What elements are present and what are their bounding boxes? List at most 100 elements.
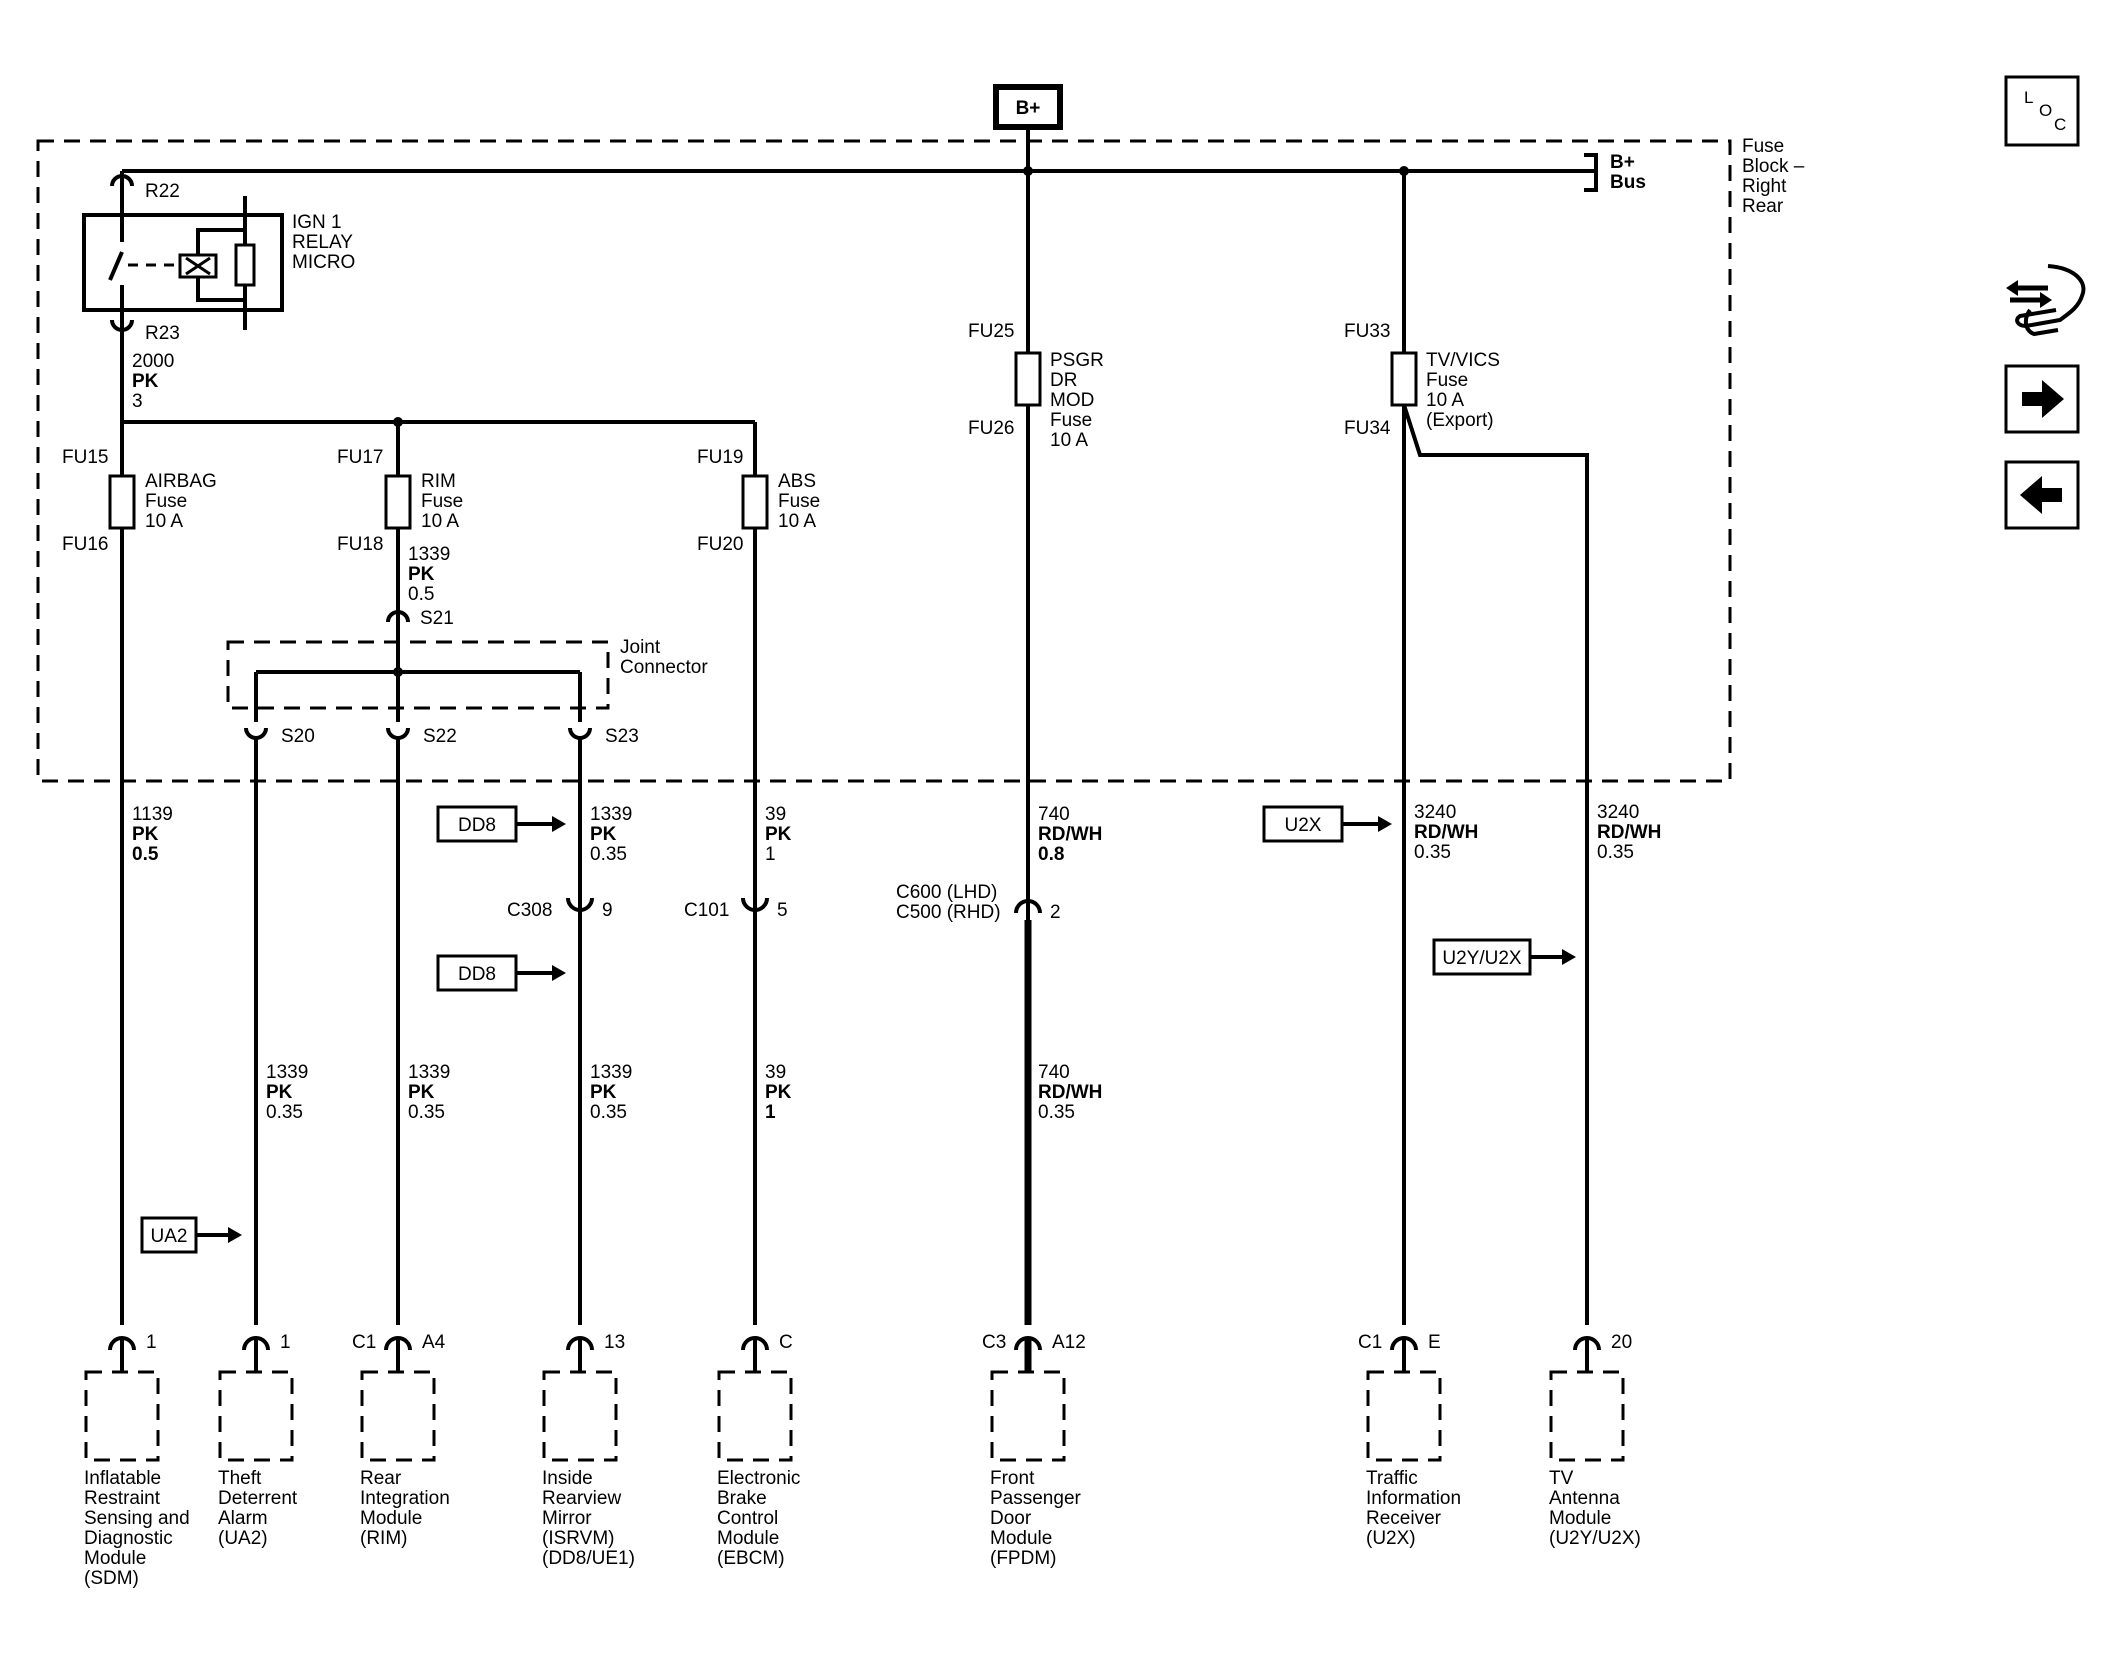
svg-text:DR: DR [1050,370,1077,391]
svg-text:39: 39 [765,1062,786,1083]
svg-text:Module: Module [1549,1508,1611,1529]
next-arrow-button[interactable] [2004,364,2080,434]
prev-arrow-button[interactable] [2004,460,2080,530]
wire-label-abs-bottom: 39 PK 1 [765,1062,792,1123]
svg-text:Bus: Bus [1610,172,1646,193]
svg-text:(SDM): (SDM) [84,1568,139,1589]
svg-text:UA2: UA2 [151,1226,188,1247]
module-tv-antenna: 20 TV Antenna Module (U2Y/U2X) [1549,1332,1641,1549]
fuse-block-boundary [36,139,1732,783]
connector-c600-c500: C600 (LHD) C500 (RHD) 2 [896,882,1061,923]
s21-label: S21 [420,608,454,629]
module-isrvm: 13 Inside Rearview Mirror (ISRVM) (DD8/U… [542,1332,635,1569]
wire-label-tva-top: 3240 RD/WH 0.35 [1597,802,1661,863]
svg-text:RD/WH: RD/WH [1597,822,1661,843]
svg-text:10 A: 10 A [778,511,816,532]
svg-text:Block –: Block – [1742,156,1805,177]
svg-text:20: 20 [1611,1332,1632,1353]
svg-text:Module: Module [990,1528,1052,1549]
svg-text:PK: PK [132,371,159,392]
svg-text:0.5: 0.5 [132,844,159,865]
svg-text:Rearview: Rearview [542,1488,621,1509]
svg-text:U2Y/U2X: U2Y/U2X [1442,948,1522,969]
wire-label-u2x-top: 3240 RD/WH 0.35 [1414,802,1478,863]
svg-text:Connector: Connector [620,657,708,678]
svg-text:DD8: DD8 [458,964,496,985]
svg-text:FU20: FU20 [697,534,743,555]
svg-text:FU26: FU26 [968,418,1014,439]
svg-text:0.35: 0.35 [266,1102,303,1123]
loc-button[interactable]: L O C [2004,75,2080,147]
b-plus-source: B+ [993,84,1063,130]
svg-text:FU19: FU19 [697,447,743,468]
svg-text:2000: 2000 [132,351,174,372]
svg-text:FU33: FU33 [1344,321,1390,342]
wire-label-abs-top: 39 PK 1 [765,804,792,865]
svg-text:PSGR: PSGR [1050,350,1104,371]
svg-text:Antenna: Antenna [1549,1488,1620,1509]
svg-text:C1: C1 [1358,1332,1382,1353]
svg-text:TV/VICS: TV/VICS [1426,350,1500,371]
connector-c308: C308 9 [507,897,613,921]
wire-label-sdm: 1139 PK 0.5 [132,804,173,865]
fuse-airbag: FU15 FU16 AIRBAG Fuse 10 A [62,447,217,555]
fuse-abs: FU19 FU20 ABS Fuse 10 A [697,447,820,555]
joint-splice-labels: S20 S22 S23 [281,726,639,747]
svg-text:RIM: RIM [421,471,456,492]
fuse-block-label: Fuse Block – Right Rear [1742,136,1805,217]
module-fpdm: C3 A12 Front Passenger Door Module (FPDM… [982,1332,1086,1569]
right-arrow-icon [2022,380,2064,418]
svg-text:FU34: FU34 [1344,418,1391,439]
svg-text:PK: PK [765,1082,792,1103]
svg-text:Theft: Theft [218,1468,262,1489]
svg-text:PK: PK [266,1082,293,1103]
svg-text:PK: PK [132,824,159,845]
svg-text:C: C [779,1332,793,1353]
relay-name: IGN 1 RELAY MICRO [292,212,355,273]
svg-text:(DD8/UE1): (DD8/UE1) [542,1548,635,1569]
svg-text:740: 740 [1038,804,1070,825]
svg-text:FU16: FU16 [62,534,108,555]
wire-label-fpdm-bottom: 740 RD/WH 0.35 [1038,1062,1102,1123]
svg-text:Module: Module [84,1548,146,1569]
option-dd8-a: DD8 [436,805,566,843]
svg-text:DD8: DD8 [458,815,496,836]
wire-label-rim: 1339 PK 0.35 [408,1062,450,1123]
svg-text:13: 13 [604,1332,625,1353]
b-plus-bus-label: B+ Bus [1610,152,1646,193]
svg-text:740: 740 [1038,1062,1070,1083]
svg-text:Electronic: Electronic [717,1468,800,1489]
svg-text:0.35: 0.35 [590,844,627,865]
svg-text:9: 9 [602,900,613,921]
svg-text:39: 39 [765,804,786,825]
svg-text:(ISRVM): (ISRVM) [542,1528,614,1549]
connector-view-icon[interactable] [2006,264,2086,337]
wire-label-dd8-top: 1339 PK 0.35 [590,804,632,865]
svg-text:10 A: 10 A [1426,390,1464,411]
svg-text:1: 1 [765,844,776,865]
fuse-rim: FU17 FU18 RIM Fuse 10 A [337,447,463,555]
option-u2x: U2X [1262,805,1392,843]
svg-text:Brake: Brake [717,1488,767,1509]
svg-text:10 A: 10 A [421,511,459,532]
svg-text:3: 3 [132,391,143,412]
svg-text:(FPDM): (FPDM) [990,1548,1056,1569]
wire-label-fpdm-top: 740 RD/WH 0.8 [1038,804,1102,865]
svg-text:FU17: FU17 [337,447,383,468]
svg-text:RD/WH: RD/WH [1038,1082,1102,1103]
svg-text:MICRO: MICRO [292,252,355,273]
svg-text:(RIM): (RIM) [360,1528,407,1549]
svg-text:Diagnostic: Diagnostic [84,1528,173,1549]
svg-text:Mirror: Mirror [542,1508,592,1529]
svg-text:0.35: 0.35 [590,1102,627,1123]
svg-text:0.35: 0.35 [1597,842,1634,863]
svg-text:B+: B+ [1610,152,1635,173]
svg-text:AIRBAG: AIRBAG [145,471,217,492]
svg-text:Rear: Rear [360,1468,402,1489]
module-sdm: 1 Inflatable Restraint Sensing and Diagn… [84,1332,190,1589]
relay-wire-label: 2000 PK 3 [132,351,174,412]
option-u2y-u2x: U2Y/U2X [1432,938,1576,976]
svg-text:Deterrent: Deterrent [218,1488,298,1509]
svg-text:(UA2): (UA2) [218,1528,268,1549]
svg-text:Front: Front [990,1468,1035,1489]
